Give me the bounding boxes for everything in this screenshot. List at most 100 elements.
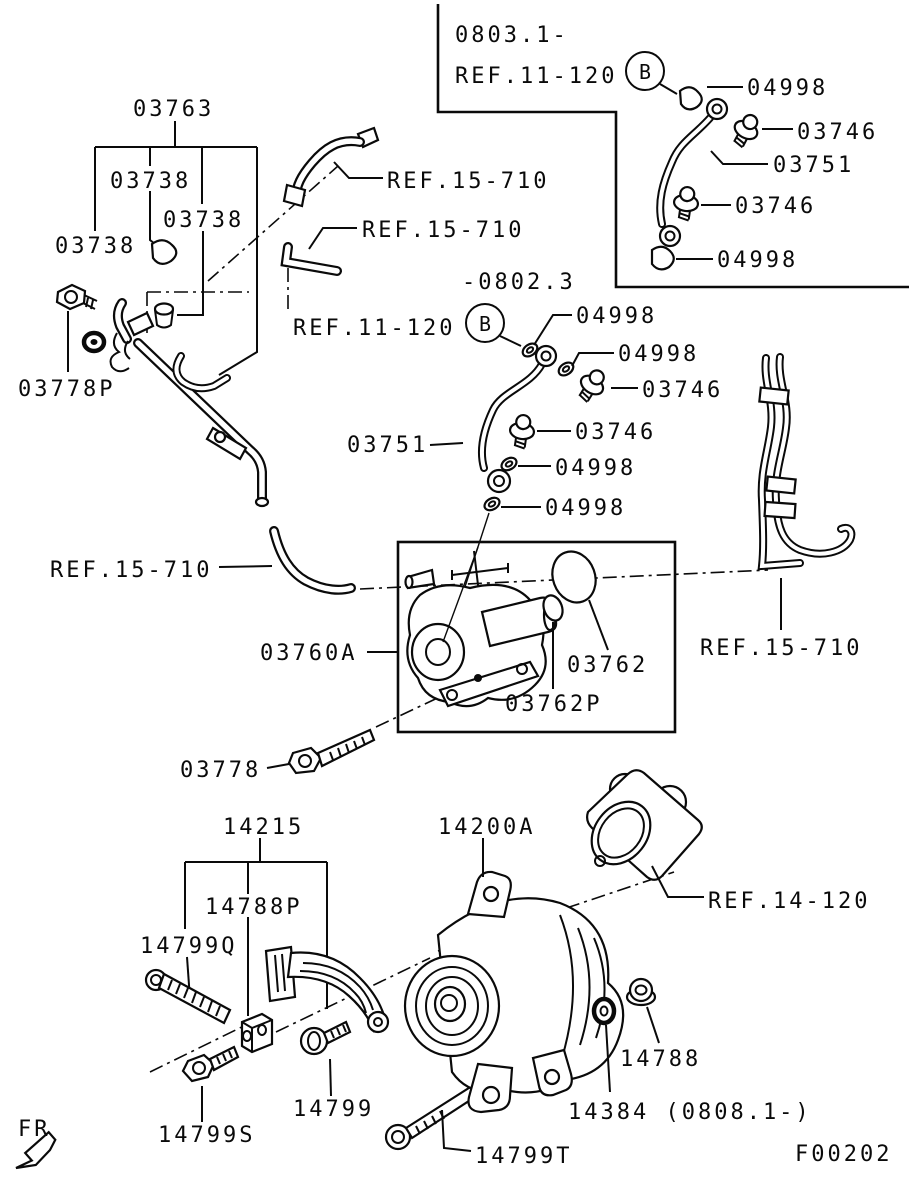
pipe-main-inner (135, 340, 265, 502)
hose-long-outer (771, 353, 856, 558)
grommet-ring (81, 330, 107, 354)
label-14384: 14384 (0808.1-) (568, 1100, 812, 1125)
pump-axis-line (442, 546, 479, 643)
bolt-head (588, 369, 605, 386)
o-ring-03762P (542, 594, 564, 622)
bolt-threads (330, 1024, 347, 1039)
washer-inner (487, 500, 497, 508)
bolt-threads (513, 437, 527, 450)
cap-03738-b (153, 302, 175, 329)
clip-04998-top (678, 86, 703, 111)
label-inset-applicability: 0803.1- (455, 23, 569, 48)
drawing-suction-pipe-03763 (109, 239, 270, 508)
bolt-threads (329, 736, 366, 761)
drawing-bolt-14799S (181, 1045, 240, 1122)
cap-top (153, 302, 175, 316)
labels-layer: 03763 03738 03738 03738 03778P REF.15-71… (18, 23, 889, 1169)
label-inset-04998-bottom: 04998 (717, 248, 798, 273)
label-03751-main: 03751 (347, 433, 428, 458)
pump-detail-box (396, 540, 677, 734)
label-inset-03746-top: 03746 (797, 120, 878, 145)
label-03738-c: 03738 (55, 234, 136, 259)
bolt-threads (167, 979, 221, 1017)
banjo-eye-top (705, 97, 729, 121)
bolt-threads (677, 209, 691, 222)
label-14215: 14215 (223, 815, 304, 840)
drawing-spacer-14788P (240, 1012, 274, 1054)
hose-long-inner (773, 355, 854, 556)
label-ref15-top: REF.15-710 (387, 169, 549, 194)
washer-inner (561, 365, 571, 373)
bolt-shaft (316, 728, 376, 768)
label-04998-m1: 04998 (576, 304, 657, 329)
washer-04998-m3 (500, 456, 518, 472)
nut-hole (634, 984, 648, 996)
label-ref15-right: REF.15-710 (700, 636, 862, 661)
leader-03778 (266, 763, 290, 769)
pipe-inner (658, 116, 712, 226)
pump-top-crossbar (451, 563, 509, 580)
drawing-bracket-ref14 (586, 769, 704, 898)
clip-04998-bottom (650, 245, 675, 271)
nut-body (628, 977, 654, 1003)
hook-bracket-inner (174, 354, 229, 391)
hose-clamp-1 (758, 386, 790, 406)
leader-14799 (329, 1058, 332, 1097)
spring-clamp-squiggle (109, 332, 130, 373)
spacer-cube (240, 1012, 274, 1054)
banjo-eye-bottom (486, 468, 512, 494)
leader-ref15-top (333, 161, 383, 179)
bolt-shaft (322, 1020, 352, 1045)
label-ref11-main: REF.11-120 (293, 316, 455, 341)
label-ref15-left: REF.15-710 (50, 558, 212, 583)
label-03746-m1: 03746 (642, 378, 723, 403)
bracket-leg-right (218, 147, 258, 376)
hose-inner (271, 528, 354, 593)
label-14799: 14799 (293, 1097, 374, 1122)
pipe-inner (480, 362, 544, 470)
washer-outer (500, 456, 518, 472)
o-ring-outline (551, 550, 597, 604)
pulley-hub (433, 985, 467, 1023)
drawing-bolt-14799Q (144, 956, 232, 1025)
label-14788P: 14788P (205, 895, 302, 920)
washer-inner (504, 460, 514, 468)
bolt-03746-inset-top (733, 113, 759, 149)
leader-14788 (646, 1006, 660, 1044)
leader-marker-main (499, 335, 522, 347)
drawing-alternator-14200A (403, 838, 625, 1114)
alternator-ear-1-hole (481, 1085, 501, 1105)
drawing-hose-ref15-right (757, 353, 856, 630)
drawing-bolt-03778P (55, 283, 107, 372)
bolt-head (679, 185, 696, 203)
drawing-bolt-03778 (266, 728, 376, 775)
leader-03751-main (429, 442, 464, 446)
pump-pulley-boss (410, 622, 466, 682)
label-marker-b-inset: B (639, 60, 651, 84)
leader-03738-b (177, 231, 204, 316)
group-bracket-03763 (94, 121, 258, 376)
label-03778: 03778 (180, 758, 261, 783)
label-fr: FR (18, 1117, 51, 1142)
pipe-flange (126, 311, 155, 337)
arm-eye (366, 1010, 390, 1034)
leader-03762 (588, 599, 609, 651)
banjo-eye-bottom-hole (664, 230, 676, 242)
hose-inner (293, 138, 363, 200)
label-04998-m4: 04998 (545, 496, 626, 521)
banjo-eye-top (534, 344, 558, 368)
bolt-03746-inset-mid (672, 185, 700, 222)
alternator-rear-ribs (559, 914, 606, 1059)
banjo-eye-bottom (658, 224, 682, 248)
inset-box-border (436, 4, 909, 289)
bracket-small-hole (594, 855, 606, 867)
grommet-hole (90, 339, 98, 345)
bolt-threads (578, 387, 594, 403)
arm-eye-hole (373, 1017, 383, 1027)
label-03763: 03763 (133, 97, 214, 122)
label-inset-04998-top: 04998 (747, 76, 828, 101)
group-bracket-14215 (184, 838, 328, 1016)
bolt-head-detail (298, 754, 312, 768)
centerline-bolt-03778 (375, 693, 447, 728)
label-inset-03746-mid: 03746 (735, 194, 816, 219)
